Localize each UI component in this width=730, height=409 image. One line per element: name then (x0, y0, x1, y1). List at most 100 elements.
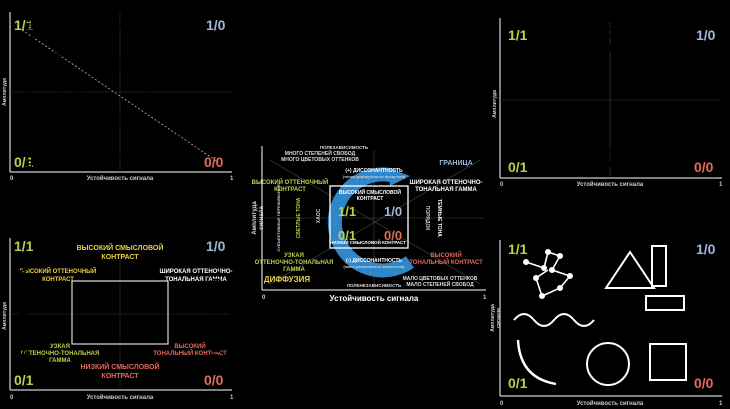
panel-complexity: 1/1 1/0 0/1 0/0 СЛОЖНО много элементов м… (492, 18, 723, 188)
p5-x-axis: Устойчивость сигнала (577, 400, 644, 407)
p2-q00: 0/0 (694, 159, 714, 175)
p3-q01: 0/1 (14, 372, 34, 388)
p4-subj: СУБЪЕКТИВНЫЕ ПЕРЕЖИВАНИЯ (276, 184, 281, 251)
p1-x-one: 1 (230, 176, 234, 182)
p4-wide: ШИРОКАЯ ОТТЕНОЧНО-ТОНАЛЬНАЯ ГАММА (409, 180, 482, 193)
vertical-rectangle-shape (651, 245, 667, 287)
p2-x-zero: 0 (500, 182, 504, 188)
p1-y-axis: Амплитуда (2, 78, 8, 106)
p4-q00: 0/0 (384, 228, 402, 243)
p3-q10: 1/0 (206, 238, 226, 254)
p4-order: ПОРЯДОК (424, 206, 430, 232)
p2-q11: 1/1 (508, 27, 528, 43)
p2-y-axis: Амплитуда (492, 90, 498, 118)
p1-q11: 1/1 (14, 17, 34, 33)
p1-diag-context: КОНТЕКСТ (70, 83, 135, 134)
triangle-shape (604, 250, 656, 289)
p4-x-zero: 0 (262, 295, 266, 301)
curve-shape (516, 339, 557, 386)
p4-diff: ДИФФУЗИЯ (264, 275, 310, 284)
p4-concord2: (точка диффузности пределов) (343, 174, 406, 179)
p4-q01: 0/1 (338, 228, 356, 243)
p4-y-axis: Амплитудасигнала (252, 201, 265, 235)
p4-cycle-arrow (327, 167, 414, 278)
p3-x-one: 1 (230, 395, 234, 401)
p3-left-big: СВЕТЛЫЕ ТОНА (17, 267, 31, 365)
p2-top2: много элементов (563, 42, 657, 54)
p2-left: ХАОС (506, 85, 521, 123)
p4-arrow-head (388, 168, 410, 186)
panel-semantics: 1/1 1/0 0/1 0/0 УНИКАЛЬНОЕ ПРИВЫЧНОЕ АСС… (2, 9, 234, 182)
p4-poly: ПОЛЕЗАВИСИМОСТЬ (320, 145, 369, 150)
wave-shape (513, 313, 595, 327)
p1-left-small: СУБЪЕКТИВНЫЕ ПЕРЕЖИВАНИЯ ВНУТРЕННИЙ МИР (54, 9, 62, 168)
p3-title: ЭСТЕТИКА (10, 224, 64, 235)
square-shape (649, 343, 687, 381)
p4-q11: 1/1 (338, 204, 356, 219)
p5-q00: 0/0 (694, 375, 714, 391)
p5-title: ЭСТЕТИКА, ПСИХОГЕОМЕТРИЯ (488, 226, 637, 237)
p3-right-big: ТЕМНЫЕ ТОНА (209, 271, 223, 362)
p3-q11: 1/1 (14, 238, 34, 254)
p4-q10: 1/0 (384, 204, 402, 219)
p1-x-zero: 0 (10, 176, 14, 182)
p1-x-axis: Устойчивость сигнала (87, 175, 154, 182)
p5-x-one: 1 (719, 401, 723, 407)
p2-x-axis: Устойчивость сигнала (577, 181, 644, 188)
p4-inner-square (329, 185, 409, 249)
p1-bottom: ПРИВЫЧНОЕ (67, 151, 154, 166)
p3-x-zero: 0 (10, 395, 14, 401)
p2-right: ПОРЯДОК (705, 72, 720, 137)
p2-top1: СЛОЖНО (580, 25, 639, 40)
p4-chaos: ХАОС (316, 208, 322, 223)
p4-concord1: (+) ДИССОНАНТНОСТЬ (345, 168, 403, 174)
p3-x-axis: Устойчивость сигнала (87, 394, 154, 401)
p3-tr: ШИРОКАЯ ОТТЕНОЧНО-ТОНАЛЬНАЯ ГАММА (159, 269, 232, 283)
p4-border: ГРАНИЦА (439, 160, 472, 167)
p3-y-axis: Амплитуда (2, 302, 8, 330)
p2-q01: 0/1 (508, 159, 528, 175)
p4-title: СТИЛЬ, ВИД ПОВЕДЕНИЯ И ТЕРРИТОРИЯ (235, 132, 444, 143)
p5-x-zero: 0 (500, 401, 504, 407)
p4-x-one: 1 (483, 295, 487, 301)
panel-psychogeometry: ЭСТЕТИКА, ПСИХОГЕОМЕТРИЯ 1/1 1/0 0/1 0/0… (488, 226, 723, 407)
circle-shape (586, 342, 630, 386)
p4-x-axis: Устойчивость сигнала (330, 294, 419, 303)
p4-low-sem: НИЗКИЙ СМЫСЛОВОЙ КОНТРАСТ (330, 238, 406, 245)
p1-right-big: АНАЛИЗ И СИНТЕЗ (213, 42, 225, 147)
horizontal-rectangle-shape (645, 295, 685, 311)
p4-disc2: (мало различимых элементов) (343, 264, 405, 269)
p4-light: СВЕТЛЫЕ ТОНА (296, 197, 302, 238)
p5-q01: 0/1 (508, 375, 528, 391)
p1-q10: 1/0 (206, 17, 226, 33)
p4-dark: ТЕМНЫЕ ТОНА (436, 199, 442, 237)
p5-q11: 1/1 (508, 241, 528, 257)
panel-style-behavior: СТИЛЬ, ВИД ПОВЕДЕНИЯ И ТЕРРИТОРИЯ 1/1 1/… (235, 132, 487, 303)
p1-diag-persona: ПЕРСОНА (97, 47, 159, 96)
p4-disc1: (-) ДИССОНАНТНОСТЬ (346, 258, 402, 264)
p1-q01: 0/1 (14, 154, 34, 170)
p2-bottom1: мало элементов (564, 145, 653, 157)
p1-q00: 0/0 (204, 154, 224, 170)
p1-right-small: ОБЪЕКТИВНАЯ РЕАЛЬНОСТЬ ВНЕШНИЙ МИР (176, 20, 184, 159)
p1-left-big: АССОЦИАЦИИ И ИНТУИЦИЯ (25, 15, 37, 170)
p2-x-one: 1 (719, 182, 723, 188)
p4-indep: ПОЛЕНЕЗАВИСИМОСТЬ (347, 283, 402, 288)
squiggle-network-shape (522, 249, 573, 299)
p5-y-axis: Амплитудасигнала (490, 304, 502, 332)
panel-aesthetics: ЭСТЕТИКА 1/1 1/0 0/1 0/0 ВЫСОКИЙ СМЫСЛОВ… (2, 224, 234, 401)
p1-top: УНИКАЛЬНОЕ (75, 16, 166, 31)
p2-q10: 1/0 (696, 27, 716, 43)
